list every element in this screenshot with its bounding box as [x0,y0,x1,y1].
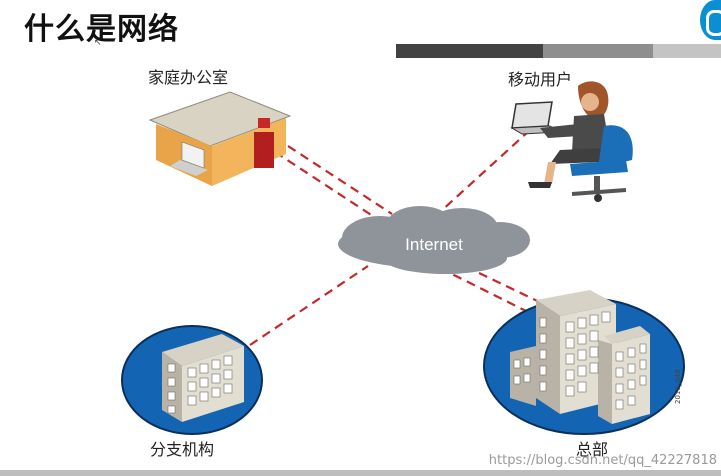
headquarters-label: 总部 [576,440,609,459]
header-bar-dark [396,44,543,58]
internet-cloud [338,206,530,274]
logo-icon [700,0,721,40]
link-mobile [439,129,531,213]
figure-code: 2019_048 [674,369,682,404]
header-bar-light [653,44,721,58]
home-office-label: 家庭办公室 [148,68,229,87]
footer-line [0,470,721,476]
mobile-user-icon [510,81,633,202]
link-hq-1 [439,267,541,319]
mobile-user-label: 移动用户 [508,70,573,89]
headquarters-building-icon [483,290,685,435]
link-home-2 [287,145,393,215]
header-bar-gray [543,44,653,58]
house-icon [148,91,292,186]
branch-label: 分支机构 [150,440,215,459]
link-home-1 [274,151,383,223]
watermark: https://blog.csdn.net/qq_42227818 [488,453,717,468]
header-bar [396,44,721,58]
link-branch [249,265,369,346]
slide-title: 什么是网络 [24,12,179,47]
branch-building-icon [121,325,263,435]
cloud-label: Internet [405,235,463,254]
cursor-icon: ↖ [94,38,102,48]
network-links [249,129,553,346]
